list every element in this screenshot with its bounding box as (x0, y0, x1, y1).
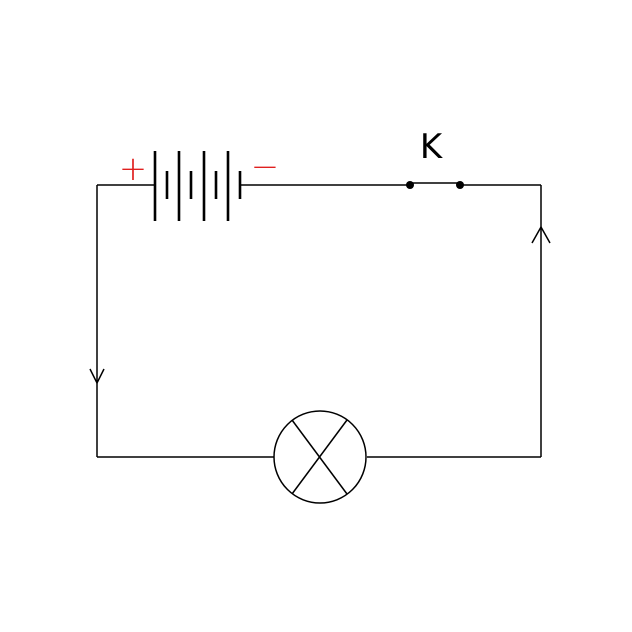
lamp (273, 410, 367, 504)
switch (406, 181, 464, 189)
lamp-circle (273, 410, 367, 504)
current-arrow-up-icon (531, 225, 551, 244)
current-arrow-down-icon (89, 368, 105, 385)
switch-label: K (420, 127, 444, 167)
switch-terminal-left (406, 181, 414, 189)
switch-terminal-right (456, 181, 464, 189)
battery-negative-sign: − (251, 147, 280, 187)
battery (153, 151, 242, 221)
battery-positive-sign: + (119, 149, 148, 189)
circuit-wires (96, 184, 542, 458)
lamp-cross-line (291, 419, 348, 495)
